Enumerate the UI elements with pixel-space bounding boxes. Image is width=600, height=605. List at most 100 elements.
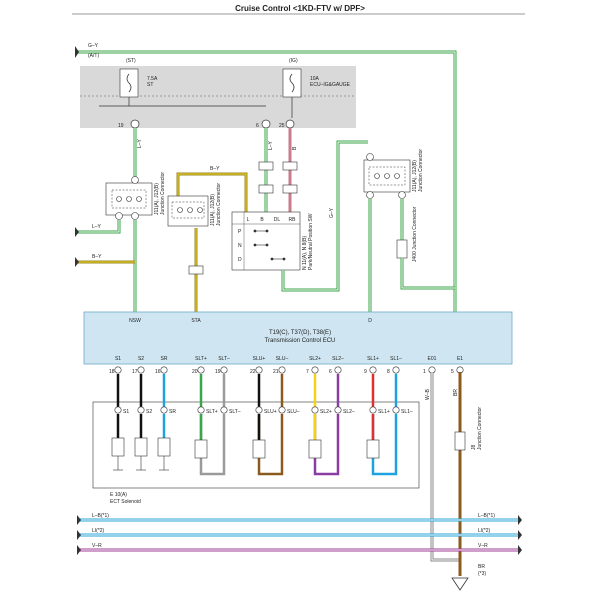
svg-text:B–Y: B–Y bbox=[92, 254, 102, 260]
ecu-pin-label: SLT+ bbox=[195, 356, 207, 362]
ecu-pin-label: S1 bbox=[115, 356, 121, 362]
ecu-pin-label: SLU– bbox=[276, 356, 289, 362]
solenoid-pin-label: SL2– bbox=[343, 409, 355, 415]
solenoid-coil bbox=[194, 439, 208, 459]
svg-text:Junction Connector: Junction Connector bbox=[418, 149, 424, 192]
ecu-pin-number: 7 bbox=[306, 369, 309, 375]
svg-text:STA: STA bbox=[191, 318, 201, 324]
relay-wires: L–Y L–Y B bbox=[133, 128, 298, 212]
ecu-pin-number: 19 bbox=[215, 369, 221, 375]
diagram-title: Cruise Control <1KD-FTV w/ DPF> bbox=[235, 4, 365, 13]
ecu-pin-number: 22 bbox=[250, 369, 256, 375]
svg-text:D: D bbox=[368, 318, 372, 324]
ecu-pin-terminal bbox=[255, 366, 263, 374]
svg-text:J400 Junction Connector: J400 Junction Connector bbox=[412, 206, 418, 262]
ecu-pin-terminal bbox=[137, 366, 145, 374]
solenoid-coil bbox=[252, 439, 266, 459]
svg-text:Park/Neutral Position SW: Park/Neutral Position SW bbox=[308, 213, 314, 270]
solenoid-pin bbox=[311, 406, 319, 414]
solenoid-pin bbox=[114, 406, 122, 414]
svg-text:BR: BR bbox=[453, 389, 459, 396]
svg-text:J11(A), J12(B): J11(A), J12(B) bbox=[412, 160, 418, 192]
svg-text:BR: BR bbox=[478, 564, 485, 570]
svg-text:(IG): (IG) bbox=[289, 58, 298, 64]
solenoid-pin-label: SLT– bbox=[229, 409, 241, 415]
junction-connector-mid: B–Y J11(A), J12(B) Junction Connector bbox=[167, 166, 248, 312]
svg-text:Junction Connector: Junction Connector bbox=[216, 183, 222, 226]
ecu-pin-number: 9 bbox=[364, 369, 367, 375]
ecu-pin-terminal bbox=[114, 366, 122, 374]
solenoid-pin-label: SL1– bbox=[401, 409, 413, 415]
ecu-pin-label: SR bbox=[161, 356, 168, 362]
ecu-pin-terminal bbox=[220, 366, 228, 374]
svg-text:J11(A), J12(B): J11(A), J12(B) bbox=[154, 183, 160, 215]
svg-text:N: N bbox=[238, 243, 242, 249]
bus-label-right: V–R bbox=[478, 543, 488, 549]
svg-text:10A: 10A bbox=[310, 76, 320, 82]
svg-text:6: 6 bbox=[256, 123, 259, 129]
svg-text:B–Y: B–Y bbox=[210, 166, 220, 172]
ecu-pin-terminal bbox=[197, 366, 205, 374]
svg-text:Junction Connector: Junction Connector bbox=[477, 407, 483, 450]
svg-text:7.5A: 7.5A bbox=[147, 76, 158, 82]
svg-text:W–B: W–B bbox=[425, 389, 431, 401]
top-gy-wire: G–Y (A/T) bbox=[75, 43, 457, 312]
svg-text:J11(A), J12(B): J11(A), J12(B) bbox=[210, 194, 216, 226]
fuse-st: (ST) 7.5A ST bbox=[119, 58, 158, 98]
svg-text:N 11(A), N 8(B): N 11(A), N 8(B) bbox=[302, 236, 308, 270]
fuse-ig: (IG) 10A ECU–IG&GAUGE bbox=[282, 58, 351, 98]
ecu-pin-label: SL2+ bbox=[309, 356, 321, 362]
solenoid-pin bbox=[278, 406, 286, 414]
svg-text:L–Y: L–Y bbox=[92, 224, 102, 230]
ecu-pin-label: S2 bbox=[138, 356, 144, 362]
svg-text:(ST): (ST) bbox=[126, 58, 136, 64]
ecu-pin-label: E1 bbox=[457, 356, 463, 362]
ecu-pin-number: 18 bbox=[109, 369, 115, 375]
solenoid-pin-label: SLU– bbox=[287, 409, 300, 415]
solenoid-coil bbox=[157, 437, 171, 457]
solenoid-pin-label: S1 bbox=[123, 409, 129, 415]
left-input-wires: L–Y B–Y bbox=[75, 220, 137, 312]
solenoid-coil bbox=[111, 437, 125, 457]
svg-text:E 10(A): E 10(A) bbox=[110, 492, 127, 498]
svg-text:DL: DL bbox=[274, 217, 281, 223]
solenoid-pin-label: S2 bbox=[146, 409, 152, 415]
ecu-pin-terminal bbox=[278, 366, 286, 374]
svg-text:J8: J8 bbox=[471, 445, 477, 451]
bus-label-right: L–B(*1) bbox=[478, 513, 495, 519]
ecu-pin-number: 5 bbox=[451, 369, 454, 375]
solenoid-pin bbox=[220, 406, 228, 414]
svg-text:(*3): (*3) bbox=[478, 571, 486, 577]
ecu-pin-label: SL1– bbox=[390, 356, 402, 362]
top-wire-note: (A/T) bbox=[88, 53, 99, 59]
switch-to-d-wire: G–Y J11(A), J12(B) Junction Connector J4… bbox=[281, 140, 455, 312]
bus-label-left: L–B(*1) bbox=[92, 513, 109, 519]
relay-terminals: 19 6 25 bbox=[99, 97, 295, 129]
ecu-pin-label: SL1+ bbox=[367, 356, 379, 362]
svg-text:L: L bbox=[247, 217, 250, 223]
solenoid-pin-label: SLT+ bbox=[206, 409, 218, 415]
bus-label-left: V–R bbox=[92, 543, 102, 549]
svg-text:19: 19 bbox=[118, 123, 124, 129]
ecu-pin-number: 8 bbox=[387, 369, 390, 375]
ecu-pin-terminal bbox=[311, 366, 319, 374]
svg-text:B: B bbox=[260, 217, 264, 223]
ecu-pin-number: 21 bbox=[273, 369, 279, 375]
transmission-ecu: T19(C), T37(D), T38(E) Transmission Cont… bbox=[83, 311, 513, 375]
solenoid-pin-label: SL2+ bbox=[320, 409, 332, 415]
solenoid-pin bbox=[197, 406, 205, 414]
svg-text:ST: ST bbox=[147, 82, 153, 88]
ecu-pin-number: 16 bbox=[155, 369, 161, 375]
ecu-name: T19(C), T37(D), T38(E) bbox=[269, 330, 331, 336]
solenoid-pin-label: SL1+ bbox=[378, 409, 390, 415]
solenoid-pin bbox=[369, 406, 377, 414]
top-wire-color: G–Y bbox=[88, 43, 99, 49]
bus-label-left: LI(*2) bbox=[92, 528, 105, 534]
solenoid-pin bbox=[255, 406, 263, 414]
svg-text:P: P bbox=[238, 229, 242, 235]
ecu-pin-number: 1 bbox=[423, 369, 426, 375]
svg-text:RB: RB bbox=[289, 217, 297, 223]
ground-wires: J8 Junction Connector W–B BR BR (*3) bbox=[425, 372, 486, 591]
solenoid-pin bbox=[160, 406, 168, 414]
